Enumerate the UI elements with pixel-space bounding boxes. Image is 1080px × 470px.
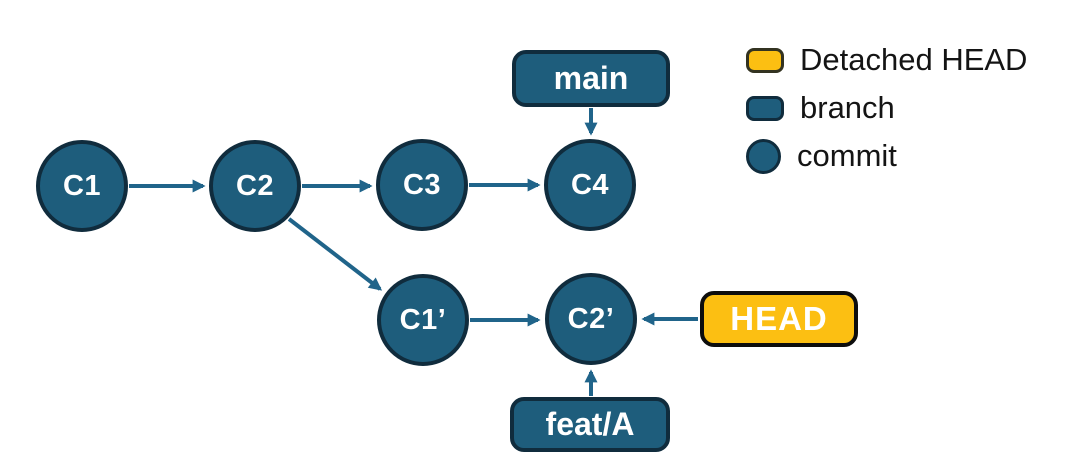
commit-node-c2: C2: [209, 140, 301, 232]
commit-label-c1-prime: C1’: [399, 303, 447, 336]
branch-label-feat-a: feat/A: [510, 397, 670, 452]
legend: Detached HEAD branch commit: [746, 42, 1027, 174]
branch-label-main: main: [512, 50, 670, 107]
branch-label-feat-a-text: feat/A: [545, 406, 635, 442]
commit-label-c2-prime: C2’: [567, 302, 615, 335]
legend-label-branch: branch: [800, 90, 895, 125]
legend-row-commit: commit: [746, 138, 1027, 174]
legend-label-commit: commit: [797, 138, 897, 173]
commit-node-c2-prime: C2’: [545, 273, 637, 365]
detached-head-swatch: [746, 47, 784, 73]
detached-head-label: HEAD: [700, 291, 858, 347]
commit-label-c2: C2: [235, 169, 275, 202]
commit-node-c1-prime: C1’: [377, 274, 469, 366]
commit-swatch: [746, 138, 781, 174]
arrow-c2-to-c1p: [287, 217, 383, 291]
branch-label-main-text: main: [553, 60, 629, 96]
legend-label-detached-head: Detached HEAD: [800, 42, 1028, 77]
commit-label-c3: C3: [402, 168, 442, 201]
branch-swatch: [746, 95, 784, 121]
commit-node-c1: C1: [36, 140, 128, 232]
commit-node-c3: C3: [376, 139, 468, 231]
legend-row-branch: branch: [746, 90, 1027, 126]
commit-label-c1: C1: [62, 169, 102, 202]
commit-label-c4: C4: [570, 168, 610, 201]
commit-node-c4: C4: [544, 139, 636, 231]
detached-head-label-text: HEAD: [730, 300, 828, 337]
legend-row-detached-head: Detached HEAD: [746, 42, 1027, 78]
